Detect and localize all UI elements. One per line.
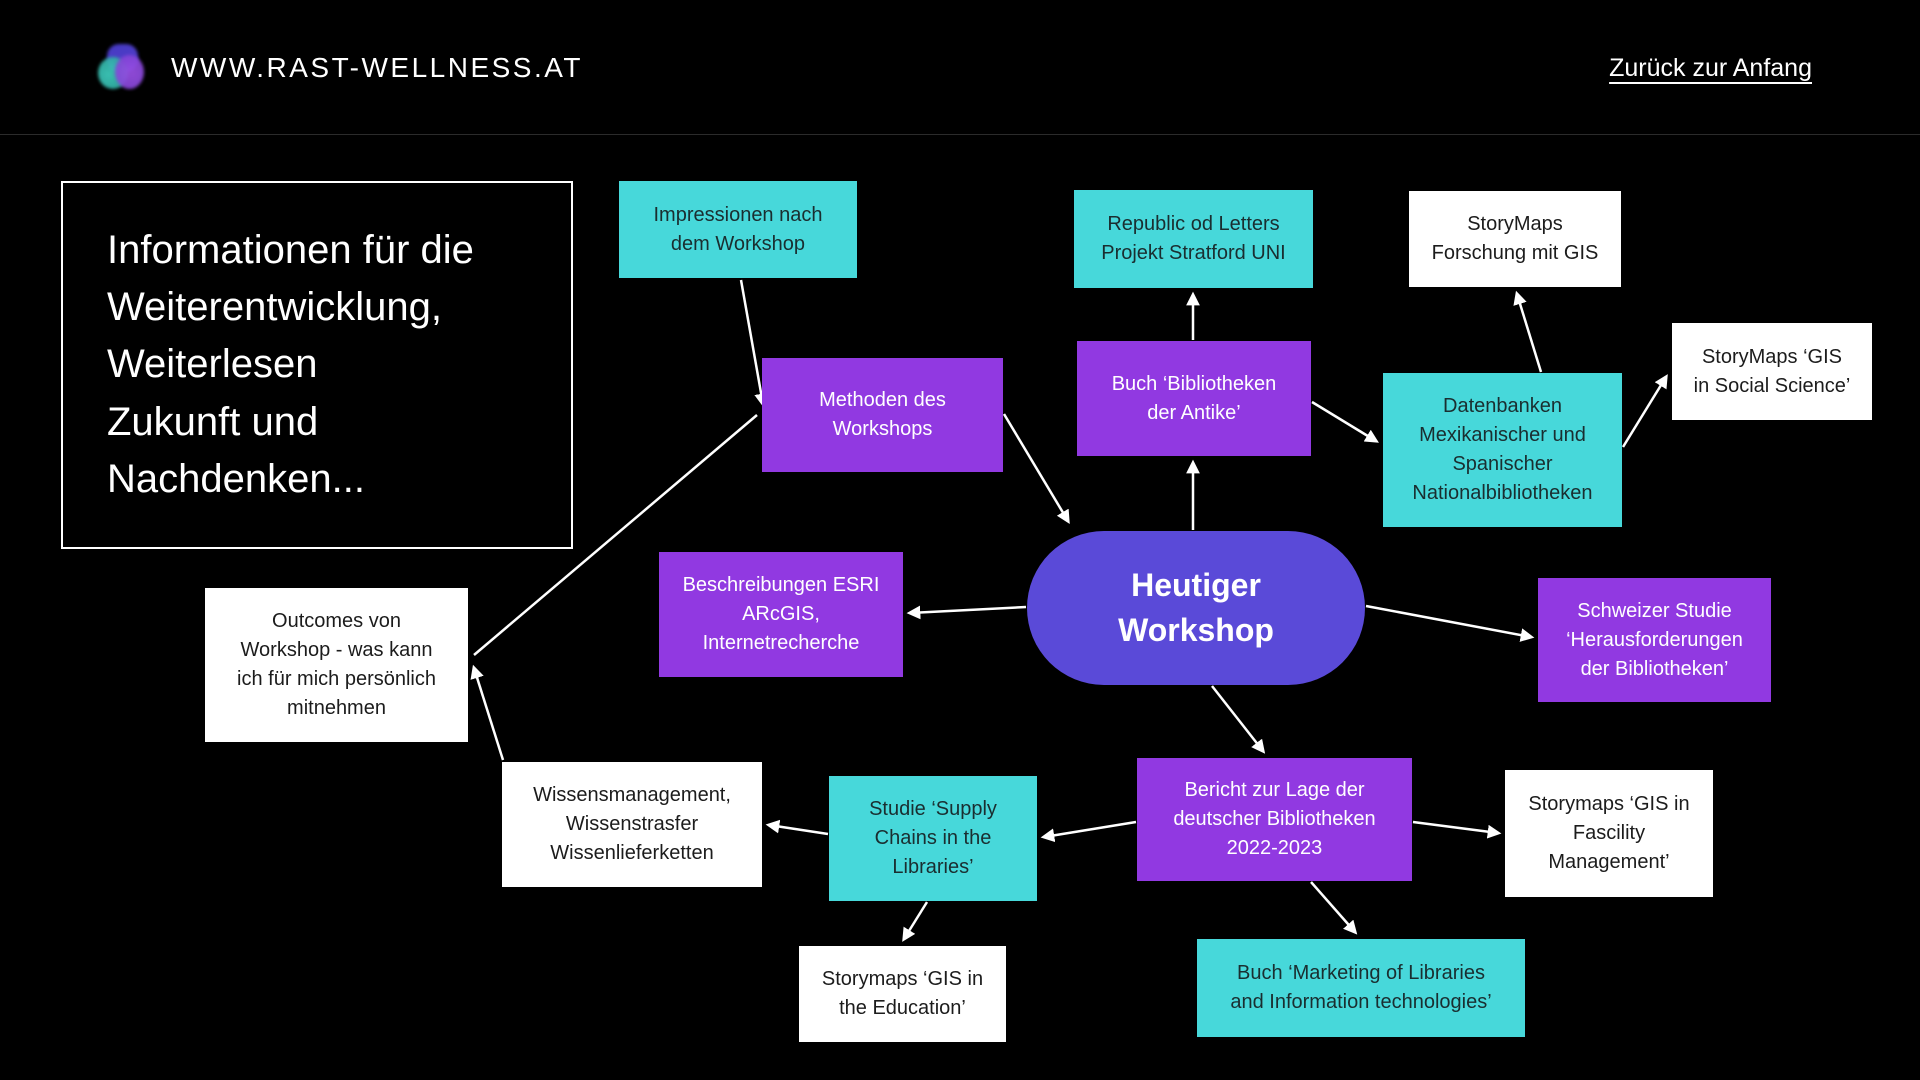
arrow-datenbanken-social xyxy=(1621,374,1668,448)
node-informationen: Informationen für die Weiterentwicklung,… xyxy=(61,181,573,549)
node-storymaps-gis-education[interactable]: Storymaps ‘GIS in the Education’ xyxy=(799,946,1006,1042)
node-schweizer-studie[interactable]: Schweizer Studie ‘Herausforderungen der … xyxy=(1538,578,1771,702)
node-heutiger-workshop[interactable]: Heutiger Workshop xyxy=(1027,531,1365,685)
brand-logo-icon xyxy=(98,44,144,94)
node-wissensmanagement[interactable]: Wissensmanagement, Wissenstrasfer Wissen… xyxy=(502,762,762,887)
arrow-wissens-outcomes xyxy=(470,664,505,761)
node-methoden[interactable]: Methoden des Workshops xyxy=(762,358,1003,472)
arrow-buch-datenbanken xyxy=(1311,400,1379,443)
arrow-center-beschreibungen xyxy=(906,605,1027,620)
arrow-impressionen-methoden xyxy=(739,279,768,408)
back-to-start-link[interactable]: Zurück zur Anfang xyxy=(1609,54,1812,82)
node-beschreibungen-esri-arcgis[interactable]: Beschreibungen ESRI ARcGIS, Internetrech… xyxy=(659,552,903,677)
line-outcomes-methoden xyxy=(473,414,758,656)
node-impressionen[interactable]: Impressionen nach dem Workshop xyxy=(619,181,857,278)
arrow-bericht-studie xyxy=(1040,820,1137,843)
node-storymaps-forschung-gis[interactable]: StoryMaps Forschung mit GIS xyxy=(1409,191,1621,287)
arrow-methoden-center xyxy=(1002,413,1070,524)
logo-blob-violet xyxy=(115,55,144,89)
arrow-bericht-marketing xyxy=(1310,881,1358,935)
arrow-datenbanken-forschung xyxy=(1513,290,1543,373)
node-storymaps-gis-fascility[interactable]: Storymaps ‘GIS in Fascility Management’ xyxy=(1505,770,1713,897)
arrow-bericht-fascility xyxy=(1412,820,1502,839)
arrow-center-schweizer xyxy=(1365,604,1535,642)
arrow-studie-education xyxy=(902,901,929,942)
arrow-studie-wissens xyxy=(765,819,829,836)
node-republic-of-letters[interactable]: Republic od Letters Projekt Stratford UN… xyxy=(1074,190,1313,288)
node-studie-supply-chains[interactable]: Studie ‘Supply Chains in the Libraries’ xyxy=(829,776,1037,901)
node-outcomes-von-workshop[interactable]: Outcomes von Workshop - was kann ich für… xyxy=(205,588,468,742)
site-url-text: WWW.RAST-WELLNESS.AT xyxy=(171,52,583,83)
node-bericht-zur-lage[interactable]: Bericht zur Lage der deutscher Bibliothe… xyxy=(1137,758,1412,881)
node-buch-bibliotheken-der-antike[interactable]: Buch ‘Bibliotheken der Antike’ xyxy=(1077,341,1311,456)
node-buch-marketing-of-libraries[interactable]: Buch ‘Marketing of Libraries and Informa… xyxy=(1197,939,1525,1037)
arrow-center-bericht xyxy=(1211,685,1266,754)
node-datenbanken-nationalbibliotheken[interactable]: Datenbanken Mexikanischer und Spanischer… xyxy=(1383,373,1622,527)
top-header-bar: WWW.RAST-WELLNESS.AT Zurück zur Anfang xyxy=(0,0,1920,135)
node-storymaps-gis-social-science[interactable]: StoryMaps ‘GIS in Social Science’ xyxy=(1672,323,1872,420)
